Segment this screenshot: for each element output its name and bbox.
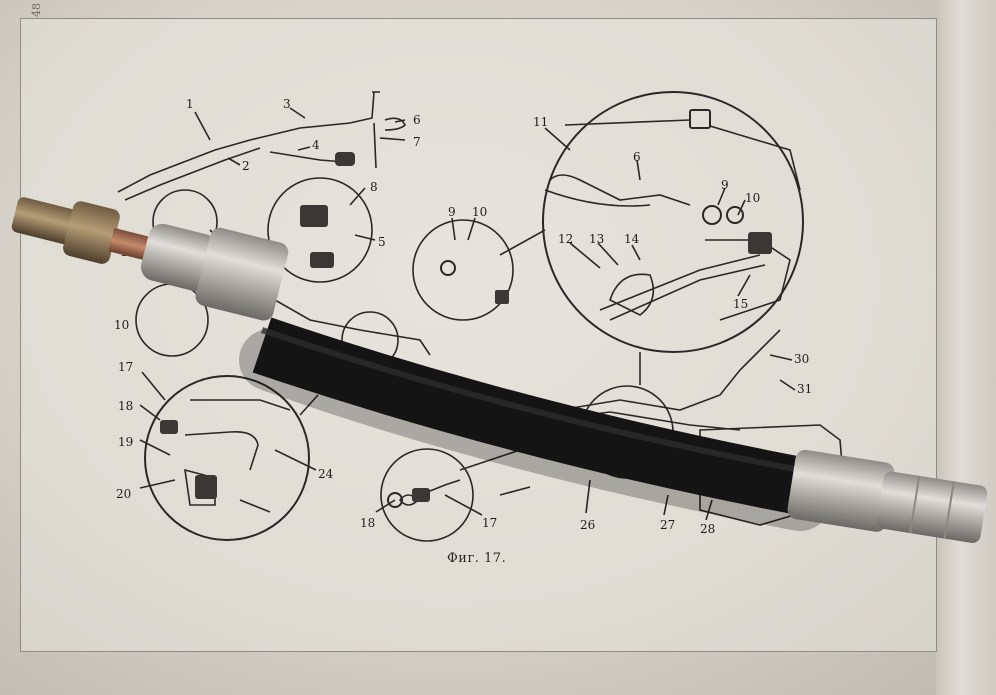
callout-9b: 9 [721,178,729,192]
callout-19: 19 [118,435,133,449]
block-20 [195,475,217,499]
callout-20: 20 [116,487,131,501]
detail-circle-large [542,91,804,353]
clamp-part [689,109,711,129]
connector-part [310,252,334,268]
detail-circle-17-24 [144,375,310,541]
callout-2: 2 [242,159,250,173]
callout-5: 5 [378,235,386,249]
callout-3: 3 [283,97,291,111]
right-fitting [787,449,988,543]
washer-10 [726,206,744,224]
hose-highlight [261,327,801,473]
threaded-nipple [11,197,79,245]
callout-28: 28 [700,522,715,536]
crimp-collar-left [141,223,218,292]
detail-circle-9-10 [412,219,514,321]
callout-17a: 17 [118,360,133,374]
hex-nut-right [876,471,988,543]
ferrule-right [787,449,895,532]
callout-7: 7 [413,135,421,149]
callout-30: 30 [794,352,809,366]
callout-11: 11 [533,115,548,129]
clip-part [335,152,355,166]
rubber-hose [252,317,806,515]
washer-9 [702,205,722,225]
adjacent-page-edge [936,0,996,695]
callout-labels: 1 2 3 4 5 6 7 8 9 10 11 6 9 10 12 13 14 … [114,97,812,536]
washer-18 [387,492,403,508]
detail-circle-18 [380,448,474,542]
tee-fitting [300,205,328,227]
hex-nut-left [63,201,120,264]
callout-12: 12 [558,232,573,246]
callout-15: 15 [733,297,748,311]
callout-27: 27 [660,518,675,532]
callout-9a: 9 [448,205,456,219]
callout-10b: 10 [745,191,760,205]
nut-17 [412,488,430,502]
callout-6b: 6 [633,150,641,164]
book-page [20,18,937,652]
tee-fitting-15 [748,232,772,254]
left-fitting [11,197,289,321]
callout-24: 24 [318,467,334,481]
figure-caption: Фиг. 17. [447,551,507,566]
callout-18a: 18 [118,399,133,413]
callout-6: 6 [413,113,421,127]
callout-1: 1 [186,97,194,111]
callout-13: 13 [589,232,604,246]
callout-4: 4 [312,138,320,152]
callout-17b: 17 [482,516,497,530]
callout-10a: 10 [472,205,487,219]
drawing-parts [160,109,772,508]
copper-tube [108,227,156,262]
callout-26: 26 [580,518,595,532]
detail-circle-8 [267,177,373,283]
ferrule-left [195,227,289,321]
callout-10c: 10 [114,318,129,332]
washer-small [440,260,456,276]
callout-8: 8 [370,180,378,194]
nut-18 [160,420,178,434]
callout-18b: 18 [360,516,375,530]
callout-14: 14 [624,232,640,246]
brake-hose-object [11,197,988,543]
bolt-part [495,290,509,304]
callout-31: 31 [797,382,812,396]
